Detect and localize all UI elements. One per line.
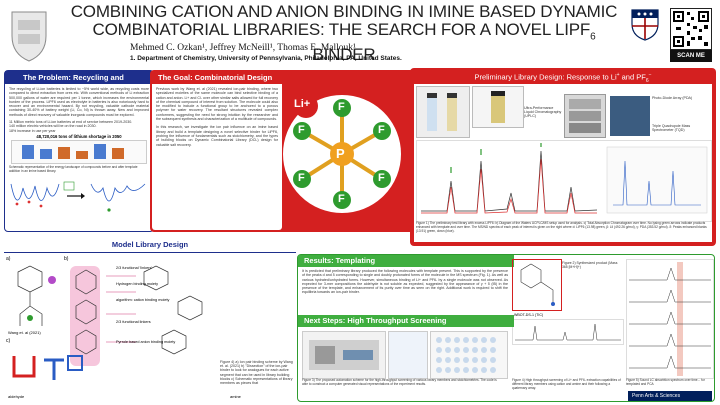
model-caption: Figure 4) a) Ion pair binding scheme by … — [220, 360, 293, 386]
vial-photo-1 — [416, 86, 470, 138]
prelim-title-sub: 6 — [645, 78, 649, 84]
fluorine-label-lower-right: F — [378, 172, 385, 184]
model-panel: a) b) c) Wang et. al (2021) 2/3 function… — [4, 254, 296, 402]
li-ion-label: Li+ — [294, 98, 311, 110]
fig5-caption: Figure 5) Sound LC absorbtion spectrum o… — [626, 378, 705, 386]
prelim-panel: Preliminary Library Design: Response to … — [410, 68, 716, 246]
amine-label: amine — [230, 394, 241, 399]
fluorine-label-top: F — [338, 101, 345, 113]
goal-body-2: In this research, we investigate the ion… — [156, 125, 278, 147]
university-logo — [6, 6, 52, 64]
fluorine-label-lower-left: F — [298, 172, 305, 184]
energy-landscape-diagram — [9, 176, 149, 216]
problem-bullet-3: 18% increase in use per year — [9, 128, 56, 133]
fluorine-label-upper-right: F — [378, 124, 385, 136]
authors: Mehmed C. Ozkan¹, Jeffrey McNeill¹, Thom… — [130, 43, 356, 53]
problem-panel: The Problem: Recycling and Refining The … — [4, 70, 154, 232]
instrument-label-tqd: Triple Quadrupole Mass Spectrometer (TQD… — [652, 124, 691, 132]
title-line-2-text: COMBINATORIAL LIBRARIES: THE SEARCH FOR … — [92, 20, 591, 39]
problem-bullet-2: 140 million electric vehicles will be on… — [9, 124, 97, 129]
battery-chart-image — [11, 139, 147, 164]
results-title: Results: Templating — [298, 255, 514, 267]
wang-binder-structure — [8, 262, 62, 334]
title-subscript: 6 — [590, 31, 596, 43]
chromatogram-plot — [416, 140, 712, 222]
wang-citation: Wang et. al (2021) — [8, 330, 41, 335]
model-label-b: b) — [64, 256, 69, 262]
fig4-caption: Figure 4) High throughput screening of L… — [512, 378, 621, 390]
affiliation: 1. Department of Chemistry, University o… — [130, 55, 402, 62]
model-label-c: c) — [6, 338, 11, 344]
ms-spectrum — [512, 319, 624, 345]
annotation-cation: algorithm: cation binding moiety — [116, 298, 170, 302]
dissection-diagram — [66, 262, 216, 372]
annotation-hydrogen: Hydrogen binding moiety — [116, 282, 159, 286]
uplc-instrument-photo — [564, 94, 606, 138]
fluorine-label-bottom: F — [338, 193, 345, 205]
title-line-2: COMBINATORIAL LIBRARIES: THE SEARCH FOR … — [64, 21, 624, 64]
penn-footer-logo: Penn Arts & Sciences — [628, 391, 712, 401]
lc-spectrum-stack — [626, 259, 714, 379]
problem-title: The Problem: Recycling and Refining — [5, 71, 153, 95]
results-panel: Results: Templating It is predicted that… — [297, 254, 715, 402]
lithium-shortage-stat: 48,720,016 tons of lithium shortage in 2… — [36, 133, 122, 139]
next-steps-title: Next Steps: High Throughput Screening — [298, 315, 514, 327]
screening-code-image — [388, 331, 428, 379]
model-label-a: a) — [6, 256, 11, 262]
synthesized-product-structure — [512, 259, 562, 311]
model-title: Model Library Design — [4, 238, 296, 253]
aldehyde-label: aldehyde — [8, 394, 25, 399]
instrument-label-uplc: Ultra-Performance Liquid Chromatography … — [524, 106, 562, 118]
well-plate-image — [430, 331, 508, 379]
prelim-title-sup1: + — [616, 72, 620, 78]
annotation-linkers: 2/3 functional 'linkers' — [116, 266, 153, 270]
poster-title: COMBINING CATION AND ANION BINDING IN IM… — [64, 3, 624, 64]
problem-figure-caption: Schematic representation of the energy l… — [9, 164, 138, 174]
annotation-anion: Pyrrole based anion binding moiety — [116, 340, 176, 344]
prelim-title-sup2: − — [648, 72, 652, 78]
mass-spec-photo — [610, 96, 650, 136]
prelim-title-text: Preliminary Library Design: Response to … — [474, 72, 617, 82]
prelim-title: Preliminary Library Design: Response to … — [410, 68, 716, 84]
fig3-caption: Figure 3) The proposed automation scheme… — [302, 378, 497, 386]
building-block-shapes — [8, 346, 88, 394]
goal-text-box: The Goal: Combinatorial Design Previous … — [152, 72, 282, 230]
prelim-content: Photo-Diode Array (PDA) Ultra-Performanc… — [414, 84, 712, 242]
annotation-linkers-2: 2/3 functional linkers — [116, 320, 151, 324]
results-body: It is predicted that preliminary library… — [302, 269, 508, 295]
ms-label: WBOT-DS-1 (TIC) — [514, 313, 544, 317]
prelim-caption: Figure 1) The preliminary test library w… — [416, 221, 707, 233]
penn-shield-icon — [630, 8, 660, 42]
goal-title: The Goal: Combinatorial Design — [152, 72, 282, 84]
model-title-bar: Model Library Design — [4, 238, 296, 253]
vial-photo-2 — [472, 86, 524, 128]
qr-code-icon[interactable] — [670, 8, 712, 50]
problem-bullet-1: 11 Million metric tons of Li-ion batteri… — [9, 120, 133, 125]
instrument-label-pda: Photo-Diode Array (PDA) — [652, 96, 693, 100]
goal-body-1: Previous work by Wang et. al (2021) reve… — [156, 87, 278, 122]
title-line-2-end: BINDER — [312, 45, 376, 65]
prelim-title-mid: and PF — [619, 72, 646, 82]
fig2-caption: Figure 2) Synthesized product (Mass 365 … — [562, 261, 618, 270]
title-line-1: COMBINING CATION AND ANION BINDING IN IM… — [70, 2, 618, 21]
fluorine-label-upper-left: F — [298, 124, 305, 136]
phosphorus-label: P — [336, 146, 345, 161]
problem-body: The recycling of Li-ion batteries is lim… — [9, 87, 149, 117]
automation-robot-image — [302, 331, 386, 379]
scan-me-label: SCAN ME — [670, 50, 712, 62]
lipf6-molecule-icon: Li+ P F F F F F F — [282, 88, 402, 220]
